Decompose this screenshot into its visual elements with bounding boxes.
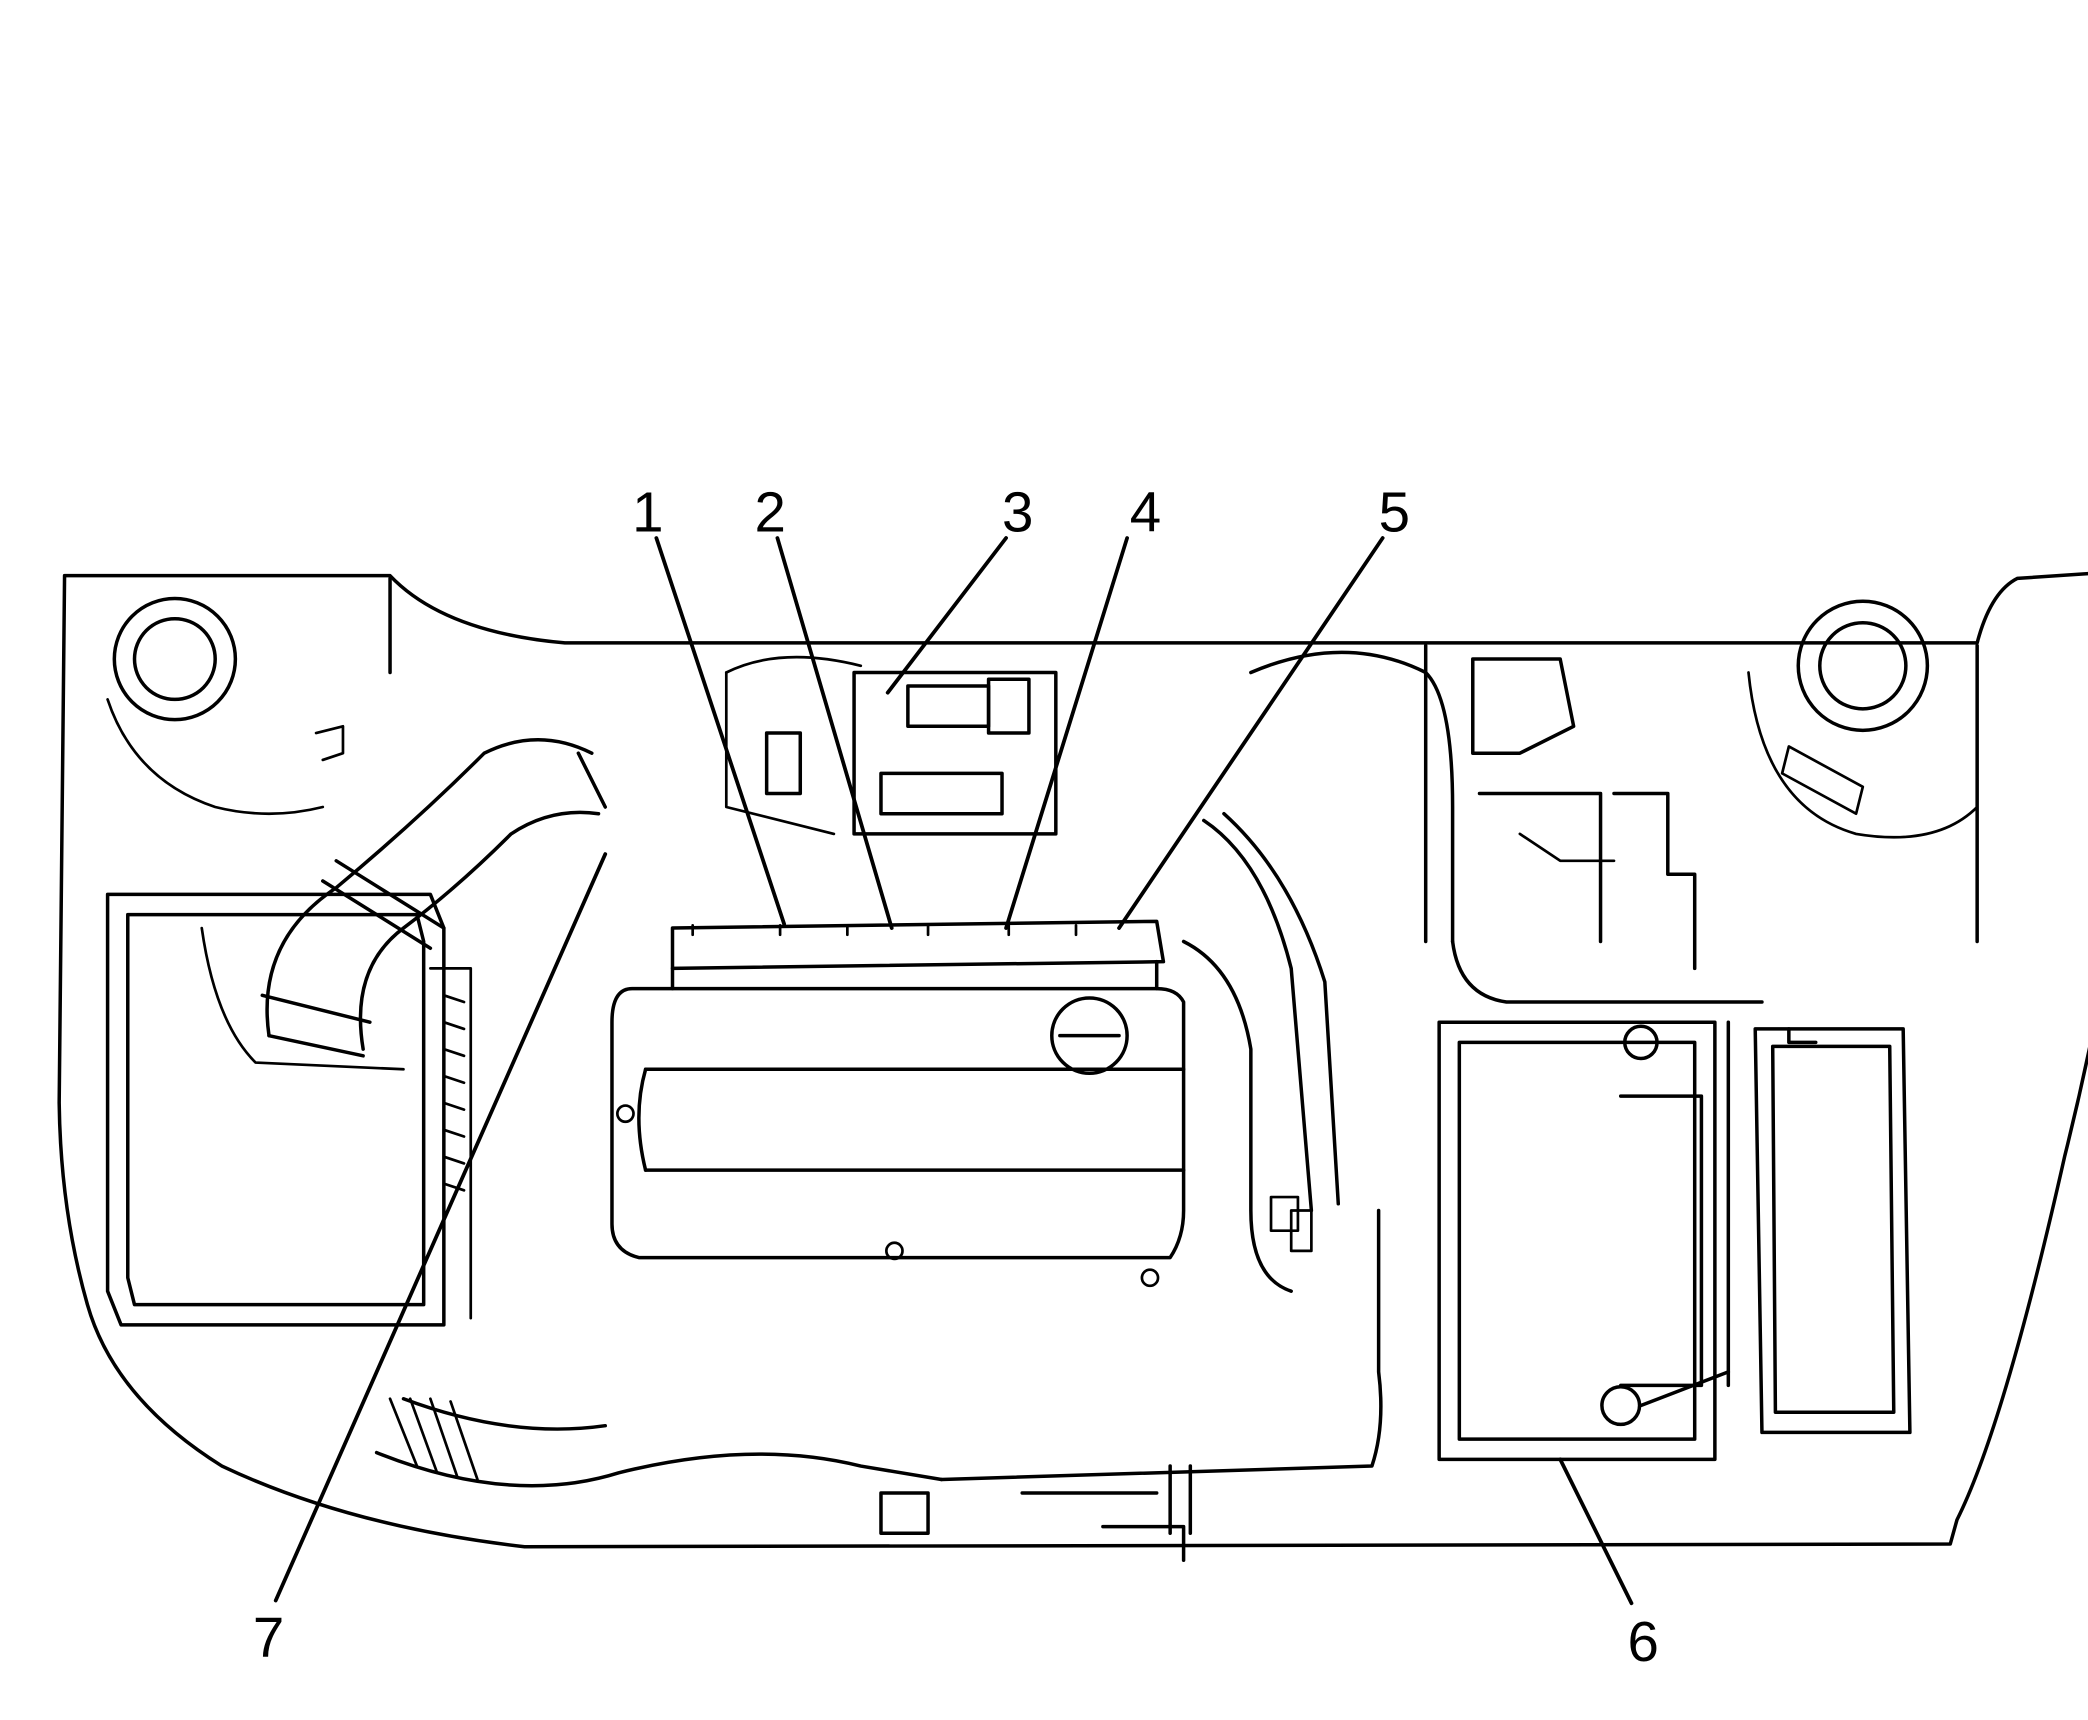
wiring-harness [1181,643,1764,1293]
left-strut-tower [106,596,345,816]
callout-5: 5 [1379,480,1410,543]
callout-1: 1 [632,480,663,543]
callout-7: 7 [253,1606,284,1669]
callout-leader-lines [273,536,1634,1606]
right-strut-tower [1747,599,1979,839]
fuse-box [1726,1020,1912,1435]
callout-6: 6 [1627,1610,1658,1673]
intake-duct [260,738,607,1058]
leader-6 [1558,1457,1634,1606]
leader-3 [885,536,1008,695]
leader-5 [1117,536,1385,930]
leader-7 [273,852,608,1603]
callout-3: 3 [1002,480,1033,543]
battery [1437,1020,1731,1462]
ignition-module [670,919,1166,991]
leader-4 [1004,536,1129,930]
right-bay-details [1471,657,1697,971]
callout-labels: 1 2 3 4 5 6 7 [253,480,1659,1673]
lower-hoses [374,1208,1383,1562]
sensor-cluster [724,655,1058,836]
leader-1 [654,536,787,926]
leader-2 [775,536,894,930]
engine-compartment-outline [57,571,2088,1549]
callout-2: 2 [755,480,786,543]
air-cleaner-box [105,892,473,1327]
callout-4: 4 [1130,480,1161,543]
cam-cover [610,986,1186,1288]
